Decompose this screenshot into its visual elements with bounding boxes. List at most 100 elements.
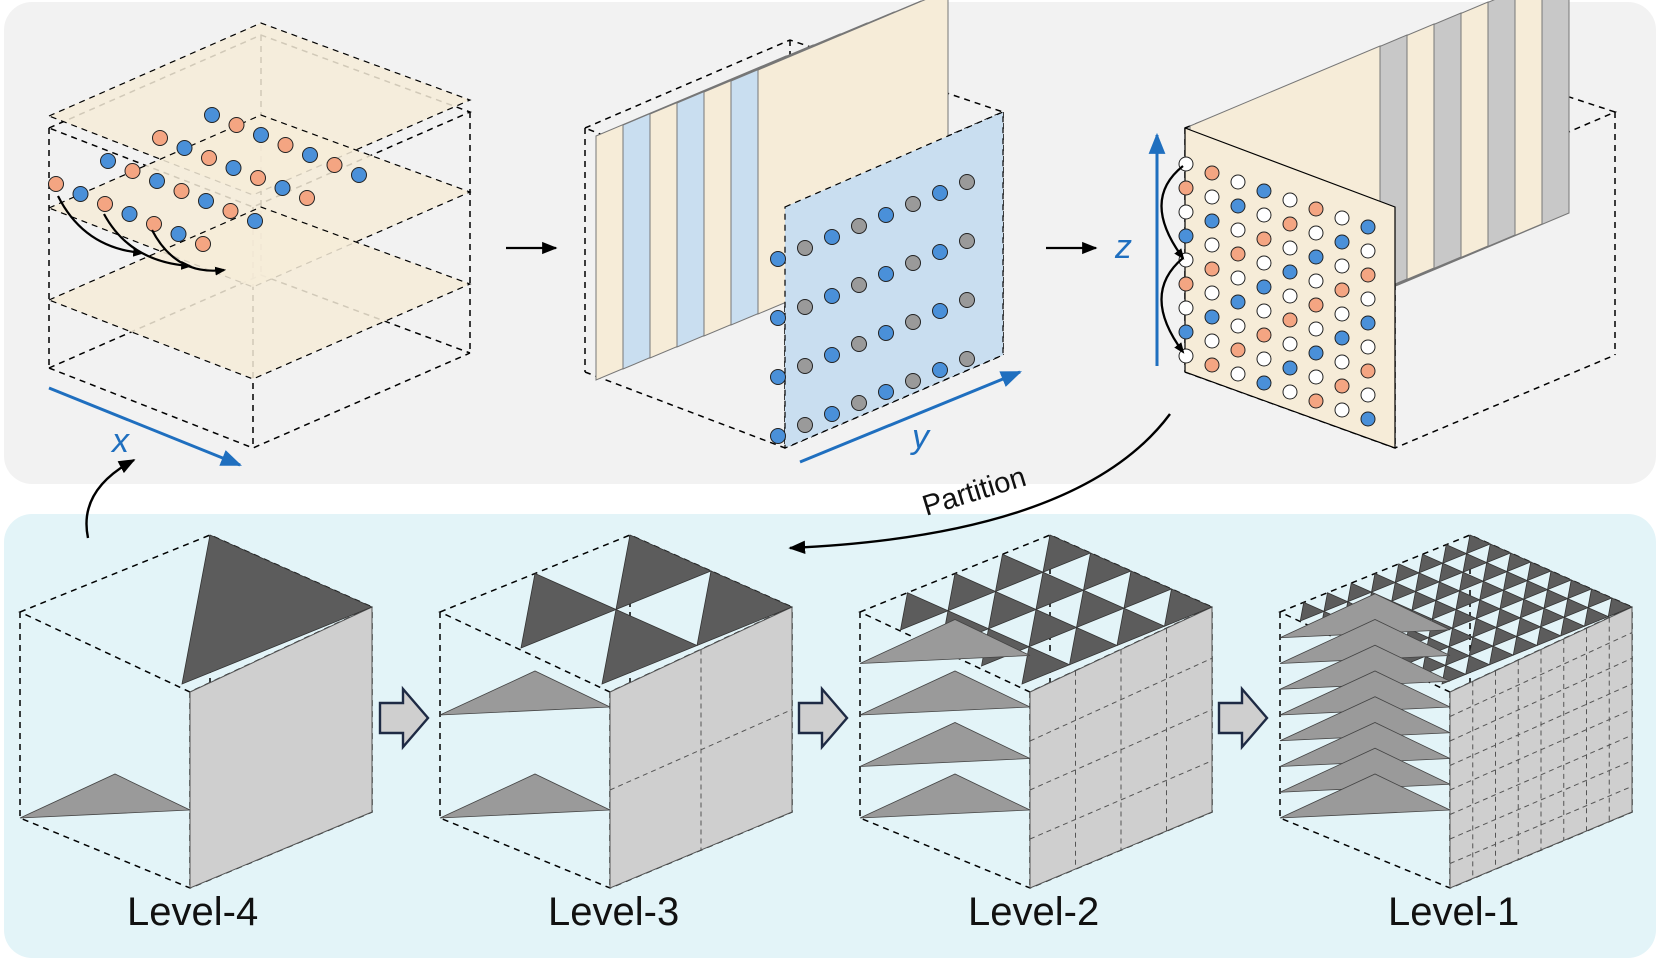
grid-node [878, 325, 894, 341]
cell-top-shade [1116, 607, 1166, 647]
grid-node [905, 373, 921, 389]
grid-node [1282, 312, 1298, 328]
grid-node [1282, 216, 1298, 232]
grid-node [959, 174, 975, 190]
cell-top-shade [1021, 646, 1071, 685]
grid-node [1204, 333, 1220, 349]
cell-top-shade [1123, 570, 1173, 609]
grid-node [824, 347, 840, 363]
cell-top-shade [181, 534, 374, 685]
grid-node [124, 163, 141, 179]
grid-node [797, 299, 813, 315]
grid-node [1282, 360, 1298, 376]
grid-node [1334, 378, 1350, 394]
grid-node [1256, 375, 1272, 391]
grid-node [121, 206, 138, 222]
grid-node [326, 157, 343, 173]
grid-node [1178, 324, 1194, 340]
cell-top-shade [1431, 599, 1458, 620]
grid-node [274, 180, 291, 196]
x-sweep-cube: x [47, 22, 473, 467]
grid-node [1308, 393, 1324, 409]
grid-node [1334, 330, 1350, 346]
cell-top-shade [1462, 553, 1488, 573]
grid-node [1360, 339, 1376, 355]
cell-top-shade [1536, 626, 1562, 647]
cell-top-shade [1506, 552, 1532, 573]
cell-top-shade [899, 592, 950, 631]
grid-node [1256, 183, 1272, 199]
grid-node [1334, 210, 1350, 226]
cell-top-shade [1502, 571, 1529, 591]
y-axis-label: y [910, 418, 931, 456]
grid-node [1230, 222, 1246, 238]
grid-node [1256, 351, 1272, 367]
grid-node [1308, 201, 1324, 217]
level-2-label: Level-2 [968, 890, 1099, 934]
grid-node [905, 196, 921, 212]
grid-node [1256, 207, 1272, 223]
grid-node [302, 147, 318, 163]
grid-node [100, 153, 116, 169]
grid-node [1230, 318, 1246, 334]
grid-node [1204, 309, 1220, 325]
grid-line [1029, 760, 1213, 840]
grid-node [1334, 402, 1350, 418]
grid-line [1449, 709, 1633, 791]
grid-line [1449, 785, 1633, 864]
level-arrow-3 [1217, 685, 1269, 751]
grid-node [932, 362, 948, 378]
grid-node [247, 213, 263, 229]
cell-top-shade [1526, 561, 1553, 582]
cell-top-shade [1411, 590, 1437, 611]
level-1x-cube [18, 534, 374, 889]
grid-line [1449, 734, 1633, 815]
grid-node [770, 428, 786, 444]
cell-top-shade [1492, 626, 1518, 647]
grid-node [770, 369, 786, 385]
cell-top-shade [1455, 590, 1481, 611]
grid-node [932, 244, 948, 260]
grid-node [1360, 315, 1376, 331]
grid-node [146, 216, 162, 232]
cell-top-shade [520, 572, 618, 649]
grid-node [1230, 366, 1246, 382]
cell-left-shade [859, 722, 1031, 767]
z-axis-label: z [1114, 228, 1132, 266]
cell-top-shade [1082, 552, 1133, 591]
grid-node [1360, 363, 1376, 379]
grid-node [1204, 357, 1220, 373]
grid-node [1230, 270, 1246, 286]
grid-node [1282, 192, 1298, 208]
grid-node [932, 185, 948, 201]
cell-top-shade [1488, 645, 1515, 666]
cell-top-shade [1435, 581, 1461, 602]
cell-top-shade [1444, 646, 1471, 667]
grid-node [878, 384, 894, 400]
grid-node [1334, 282, 1350, 298]
cell-top-shade [1075, 589, 1126, 629]
x-axis-label: x [110, 422, 130, 460]
cell-top-shade [1448, 627, 1474, 648]
grid-node [824, 288, 840, 304]
partition-arrow [788, 413, 1171, 555]
grid-node [1308, 369, 1324, 385]
grid-node [277, 137, 294, 153]
x-axis-arrow [48, 386, 242, 467]
grid-node [97, 196, 113, 212]
cell-left-shade [859, 773, 1031, 819]
grid-node [851, 336, 867, 352]
grid-line [1449, 632, 1633, 717]
y-front-plane [784, 111, 1004, 449]
cell-top-shade [1458, 571, 1485, 592]
grid-node [149, 173, 165, 189]
grid-node [195, 236, 211, 252]
grid-node [198, 193, 214, 209]
cell-top-shade [1482, 562, 1509, 582]
cell-top-shade [1035, 571, 1085, 611]
grid-node [1204, 285, 1220, 301]
cell-top-shade [1465, 534, 1492, 555]
grid-node [1204, 261, 1220, 277]
grid-node [959, 351, 975, 367]
grid-node [932, 303, 948, 319]
